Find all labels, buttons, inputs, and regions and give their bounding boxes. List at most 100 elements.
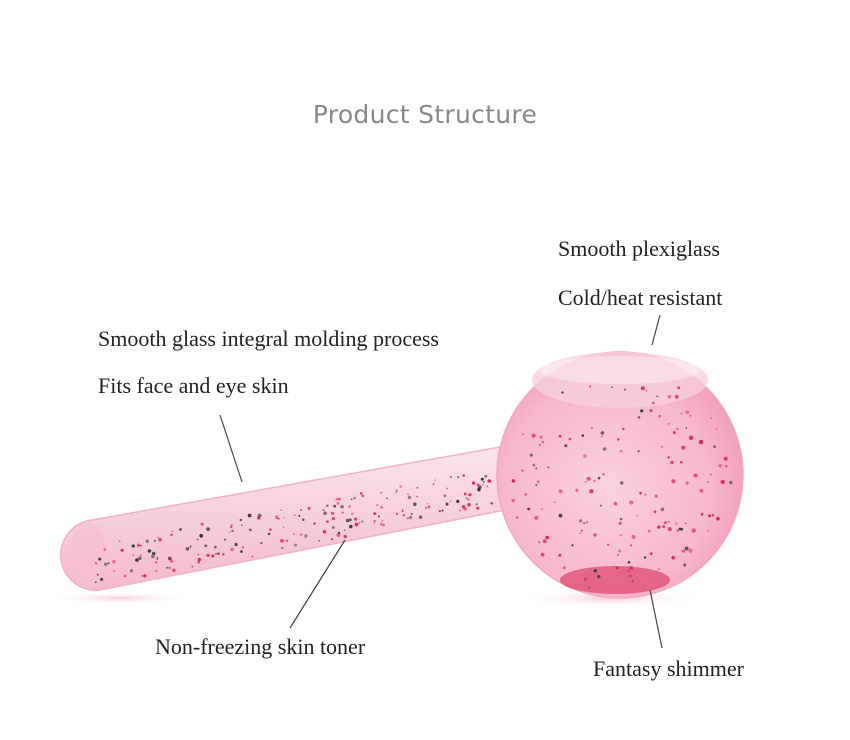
glitter-speck	[406, 517, 409, 520]
glitter-speck	[136, 543, 141, 547]
glitter-speck	[607, 543, 610, 546]
glitter-speck	[511, 498, 515, 503]
glitter-speck	[640, 386, 645, 391]
glitter-speck	[602, 447, 607, 451]
glitter-speck	[558, 489, 563, 494]
glitter-speck	[593, 479, 596, 483]
glitter-speck	[341, 511, 344, 514]
glitter-speck	[591, 426, 593, 429]
glitter-speck	[330, 511, 335, 515]
glitter-speck	[157, 536, 160, 539]
glitter-speck	[535, 467, 538, 470]
glitter-speck	[723, 456, 728, 461]
glitter-speck	[169, 559, 174, 563]
glitter-speck	[619, 449, 623, 453]
glitter-speck	[120, 548, 124, 552]
glitter-speck	[708, 514, 711, 518]
glitter-speck	[558, 513, 563, 518]
glitter-speck	[399, 485, 402, 488]
glitter-speck	[680, 527, 684, 531]
glitter-speck	[547, 466, 550, 469]
glitter-speck	[359, 492, 363, 495]
glitter-speck	[700, 513, 704, 516]
glitter-speck	[379, 522, 383, 526]
glitter-speck	[260, 541, 263, 545]
glitter-speck	[538, 443, 541, 446]
glitter-speck	[239, 518, 242, 522]
glitter-speck	[446, 487, 448, 490]
glitter-speck	[637, 416, 641, 419]
glitter-speck	[280, 538, 284, 543]
glitter-speck	[138, 556, 142, 561]
glitter-speck	[103, 548, 107, 551]
label-smooth-glass-molding: Smooth glass integral molding process	[98, 326, 439, 351]
glitter-speck	[190, 545, 192, 547]
glitter-speck	[656, 395, 658, 398]
glitter-speck	[528, 508, 531, 511]
glitter-speck	[413, 502, 417, 507]
glitter-speck	[224, 538, 227, 541]
glitter-speck	[292, 533, 295, 536]
glitter-speck	[222, 553, 225, 556]
glitter-speck	[343, 534, 347, 539]
glitter-speck	[480, 477, 484, 481]
glitter-speck	[94, 581, 97, 584]
glitter-speck	[618, 521, 622, 525]
glitter-speck	[588, 586, 590, 589]
glitter-speck	[541, 440, 545, 444]
glitter-speck	[353, 496, 356, 500]
glitter-speck	[124, 575, 126, 578]
glitter-speck	[396, 489, 398, 492]
glitter-speck	[691, 528, 696, 533]
glitter-speck	[622, 427, 625, 431]
roller-handle	[60, 446, 521, 591]
glitter-speck	[326, 520, 329, 523]
glitter-speck	[662, 525, 666, 529]
glitter-speck	[615, 566, 619, 570]
glitter-speck	[593, 533, 597, 537]
glitter-speck	[307, 506, 311, 510]
glitter-speck	[285, 539, 289, 542]
glitter-speck	[618, 549, 622, 553]
glitter-speck	[677, 386, 681, 390]
glitter-particles	[94, 385, 733, 589]
leader-line-smooth-glass	[219, 414, 243, 483]
glitter-speck	[482, 483, 484, 486]
glitter-speck	[425, 507, 427, 509]
glitter-speck	[230, 547, 235, 552]
glitter-speck	[463, 492, 467, 496]
glitter-speck	[418, 515, 423, 519]
glitter-speck	[206, 553, 210, 558]
glitter-speck	[151, 554, 155, 559]
glitter-speck	[562, 566, 566, 570]
glitter-speck	[571, 544, 574, 547]
glitter-speck	[147, 549, 152, 553]
glitter-speck	[373, 519, 377, 523]
glitter-speck	[699, 488, 704, 493]
glitter-speck	[558, 434, 562, 438]
glitter-speck	[580, 529, 583, 532]
glitter-speck	[345, 518, 350, 523]
glitter-speck	[475, 503, 478, 506]
glitter-speck	[486, 485, 489, 487]
glitter-speck	[467, 498, 470, 501]
glitter-speck	[619, 517, 623, 521]
glitter-speck	[318, 540, 321, 542]
glitter-speck	[304, 534, 308, 538]
glitter-speck	[539, 435, 543, 439]
glitter-speck	[676, 529, 680, 532]
glitter-speck	[322, 508, 325, 512]
glitter-speck	[564, 444, 568, 448]
glitter-speck	[667, 520, 670, 523]
glitter-speck	[624, 388, 627, 391]
glitter-speck	[449, 476, 452, 478]
glitter-speck	[599, 504, 602, 507]
glitter-speck	[168, 557, 171, 560]
glitter-speck	[649, 409, 653, 413]
glitter-speck	[132, 554, 135, 557]
glitter-speck	[589, 385, 592, 388]
glitter-speck	[725, 465, 728, 468]
glitter-speck	[711, 514, 714, 517]
glitter-speck	[231, 529, 234, 533]
